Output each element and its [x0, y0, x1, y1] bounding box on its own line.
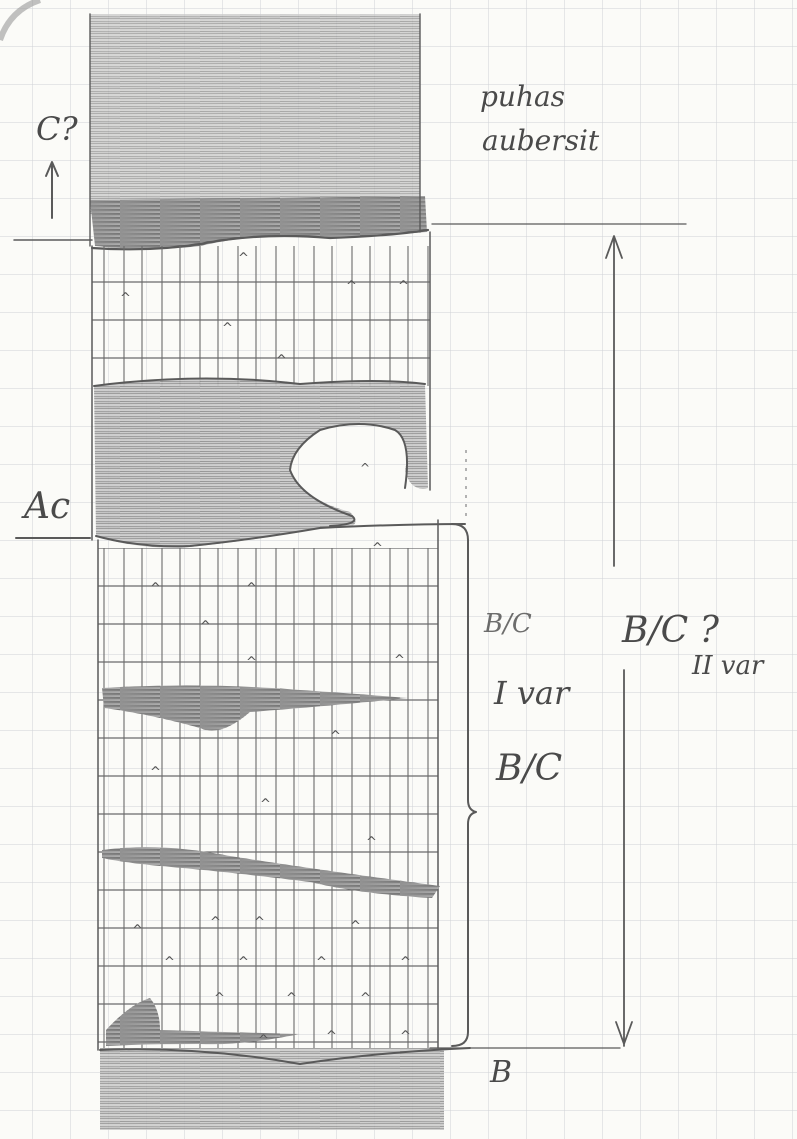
svg-text:^: ^ — [346, 279, 357, 294]
ii-var-label: II var — [691, 651, 765, 681]
bottom-shaded-horizon — [100, 1048, 470, 1130]
svg-text:^: ^ — [246, 655, 257, 670]
svg-text:^: ^ — [164, 955, 175, 970]
svg-text:^: ^ — [120, 291, 131, 306]
svg-text:^: ^ — [330, 729, 341, 744]
svg-text:^: ^ — [366, 835, 377, 850]
svg-text:^: ^ — [394, 653, 405, 668]
svg-text:^: ^ — [238, 251, 249, 266]
svg-text:^: ^ — [260, 797, 271, 812]
svg-text:^: ^ — [276, 353, 287, 368]
svg-text:^: ^ — [238, 955, 249, 970]
svg-text:^: ^ — [398, 279, 409, 294]
svg-text:^: ^ — [350, 919, 361, 934]
svg-text:^: ^ — [286, 991, 297, 1006]
bc-label: B/C — [495, 748, 562, 789]
svg-text:^: ^ — [150, 765, 161, 780]
svg-text:^: ^ — [200, 619, 211, 634]
ac-label: Ac — [21, 486, 70, 527]
svg-text:^: ^ — [258, 1033, 269, 1048]
svg-text:^: ^ — [254, 915, 265, 930]
b-label: B — [489, 1055, 512, 1090]
svg-text:^: ^ — [316, 955, 327, 970]
svg-text:^: ^ — [210, 915, 221, 930]
svg-text:^: ^ — [400, 955, 411, 970]
svg-text:^: ^ — [150, 581, 161, 596]
svg-text:^: ^ — [132, 923, 143, 938]
svg-text:^: ^ — [400, 1029, 411, 1044]
top-note-line2: aubersit — [482, 124, 600, 157]
brick-layer-lower — [98, 520, 438, 1050]
bc-question-label: B/C ? — [621, 610, 720, 651]
caret-mark: ^ — [360, 461, 370, 475]
top-note-line1: puhas — [480, 80, 565, 113]
top-shaded-horizon — [90, 14, 428, 249]
i-var-label: I var — [493, 674, 571, 712]
svg-text:^: ^ — [326, 1029, 337, 1044]
bc-faint-label: B/C — [483, 609, 532, 639]
svg-text:^: ^ — [360, 991, 371, 1006]
c-question-label: C? — [36, 110, 78, 148]
svg-text:^: ^ — [222, 321, 233, 336]
svg-text:^: ^ — [246, 581, 257, 596]
svg-text:^: ^ — [372, 541, 383, 556]
svg-text:^: ^ — [214, 991, 225, 1006]
